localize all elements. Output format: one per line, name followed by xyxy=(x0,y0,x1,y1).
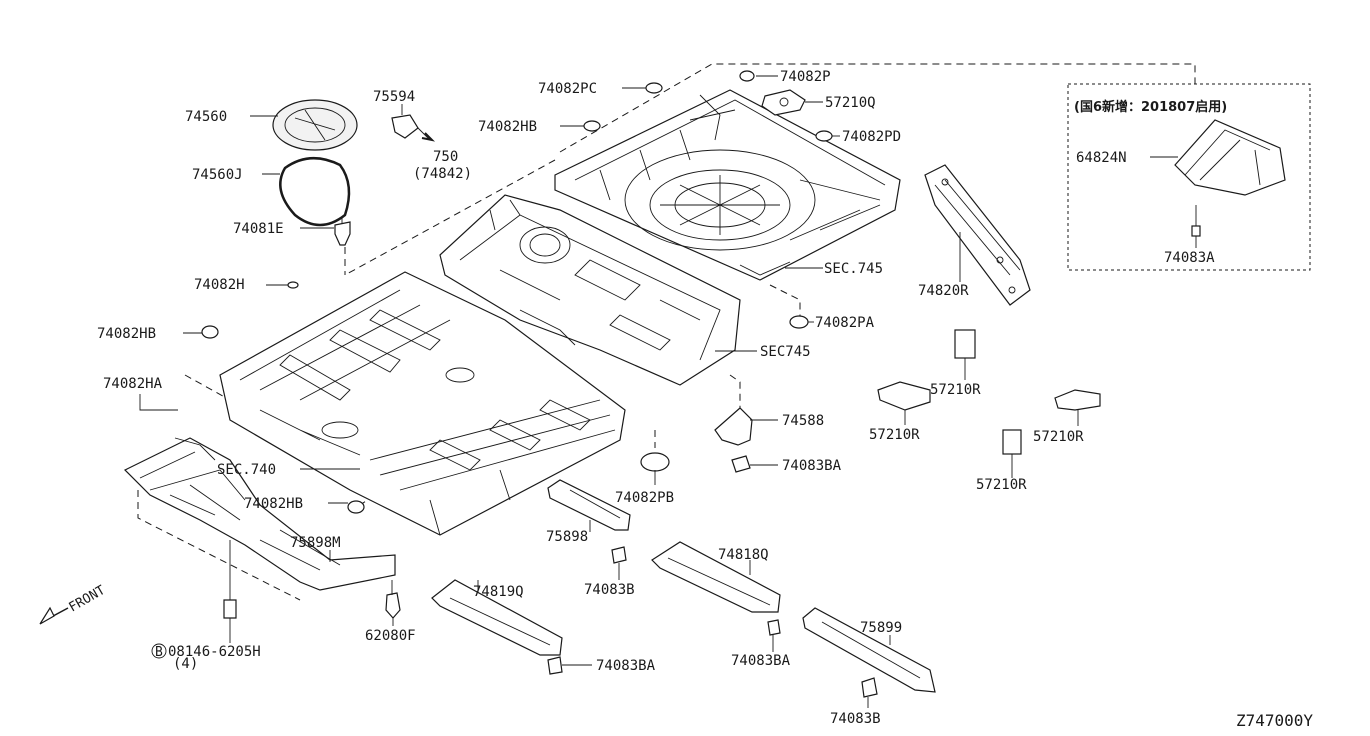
clip-74081E xyxy=(334,218,351,246)
bolt-prefix: B xyxy=(155,645,163,660)
label-74082HA: 74082HA xyxy=(103,376,163,392)
sensor-75594 xyxy=(391,114,436,142)
label-74082PD: 74082PD xyxy=(842,129,901,145)
label-74082PB: 74082PB xyxy=(615,490,674,506)
label-57210Q: 57210Q xyxy=(825,95,876,111)
label-75898: 75898 xyxy=(546,529,588,545)
label-sec740: SEC.740 xyxy=(217,462,276,478)
reinforcement-74818Q xyxy=(651,541,781,636)
side-member-74820R xyxy=(924,164,1031,306)
label-75898M: 75898M xyxy=(290,535,341,551)
part-labels: 74560 74560J 74081E 75594 750 (74842) 74… xyxy=(97,69,1313,730)
bracket-74588 xyxy=(714,407,753,473)
label-57210R-d: 57210R xyxy=(976,477,1027,493)
bolt-circle-icon xyxy=(151,643,167,659)
label-74083BA-b: 74083BA xyxy=(596,658,656,674)
label-64824N: 64824N xyxy=(1076,150,1127,166)
label-74588: 74588 xyxy=(782,413,824,429)
reinforcement-75899 xyxy=(802,607,936,698)
label-74820R: 74820R xyxy=(918,283,969,299)
label-08146-qty: (4) xyxy=(173,656,198,672)
label-75899: 75899 xyxy=(860,620,902,636)
diagram-code: Z747000Y xyxy=(1236,711,1313,730)
clip-62080F xyxy=(385,580,401,619)
label-57210R-b: 57210R xyxy=(869,427,920,443)
label-74082PA: 74082PA xyxy=(815,315,875,331)
pads-57210R xyxy=(877,329,1101,455)
label-sec745-b: SEC745 xyxy=(760,344,811,360)
label-74842: (74842) xyxy=(413,166,472,182)
label-750: 750 xyxy=(433,149,458,165)
bolt-08146 xyxy=(223,540,237,619)
label-74819Q: 74819Q xyxy=(473,584,524,600)
label-sec745-a: SEC.745 xyxy=(824,261,883,277)
label-74083BA-c: 74083BA xyxy=(731,653,791,669)
leader-lines xyxy=(139,75,1197,708)
label-74081E: 74081E xyxy=(233,221,284,237)
label-74083B-a: 74083B xyxy=(584,582,635,598)
label-57210R-a: 57210R xyxy=(930,382,981,398)
label-74083B-b: 74083B xyxy=(830,711,881,727)
reinforcement-74819Q xyxy=(431,579,563,675)
front-arrow-label: FRONT xyxy=(67,583,109,616)
label-74083BA-a: 74083BA xyxy=(782,458,842,474)
middle-floor-panel xyxy=(439,194,741,386)
front-crossmember xyxy=(123,437,396,591)
reinforcement-75898 xyxy=(547,479,631,564)
inset-box xyxy=(1067,83,1311,271)
rear-floor-panel xyxy=(554,89,901,281)
label-74083A: 74083A xyxy=(1164,250,1215,266)
label-74082PC: 74082PC xyxy=(538,81,597,97)
label-74560: 74560 xyxy=(185,109,227,125)
label-74082HB-low: 74082HB xyxy=(244,496,303,512)
label-74082HB-top: 74082HB xyxy=(478,119,537,135)
label-74082HB-left: 74082HB xyxy=(97,326,156,342)
inset-caption: (国6新增：201807启用) xyxy=(1074,99,1227,115)
seal-74560J xyxy=(279,157,351,227)
front-arrow: FRONT xyxy=(39,583,109,625)
jack-base-57210Q xyxy=(761,89,806,116)
label-74560J: 74560J xyxy=(192,167,243,183)
speaker-cover-74560 xyxy=(272,99,358,151)
label-08146: 08146-6205H xyxy=(168,644,261,660)
label-75594: 75594 xyxy=(373,89,415,105)
label-74082P: 74082P xyxy=(780,69,831,85)
label-62080F: 62080F xyxy=(365,628,416,644)
label-57210R-c: 57210R xyxy=(1033,429,1084,445)
label-74818Q: 74818Q xyxy=(718,547,769,563)
label-74082H: 74082H xyxy=(194,277,245,293)
